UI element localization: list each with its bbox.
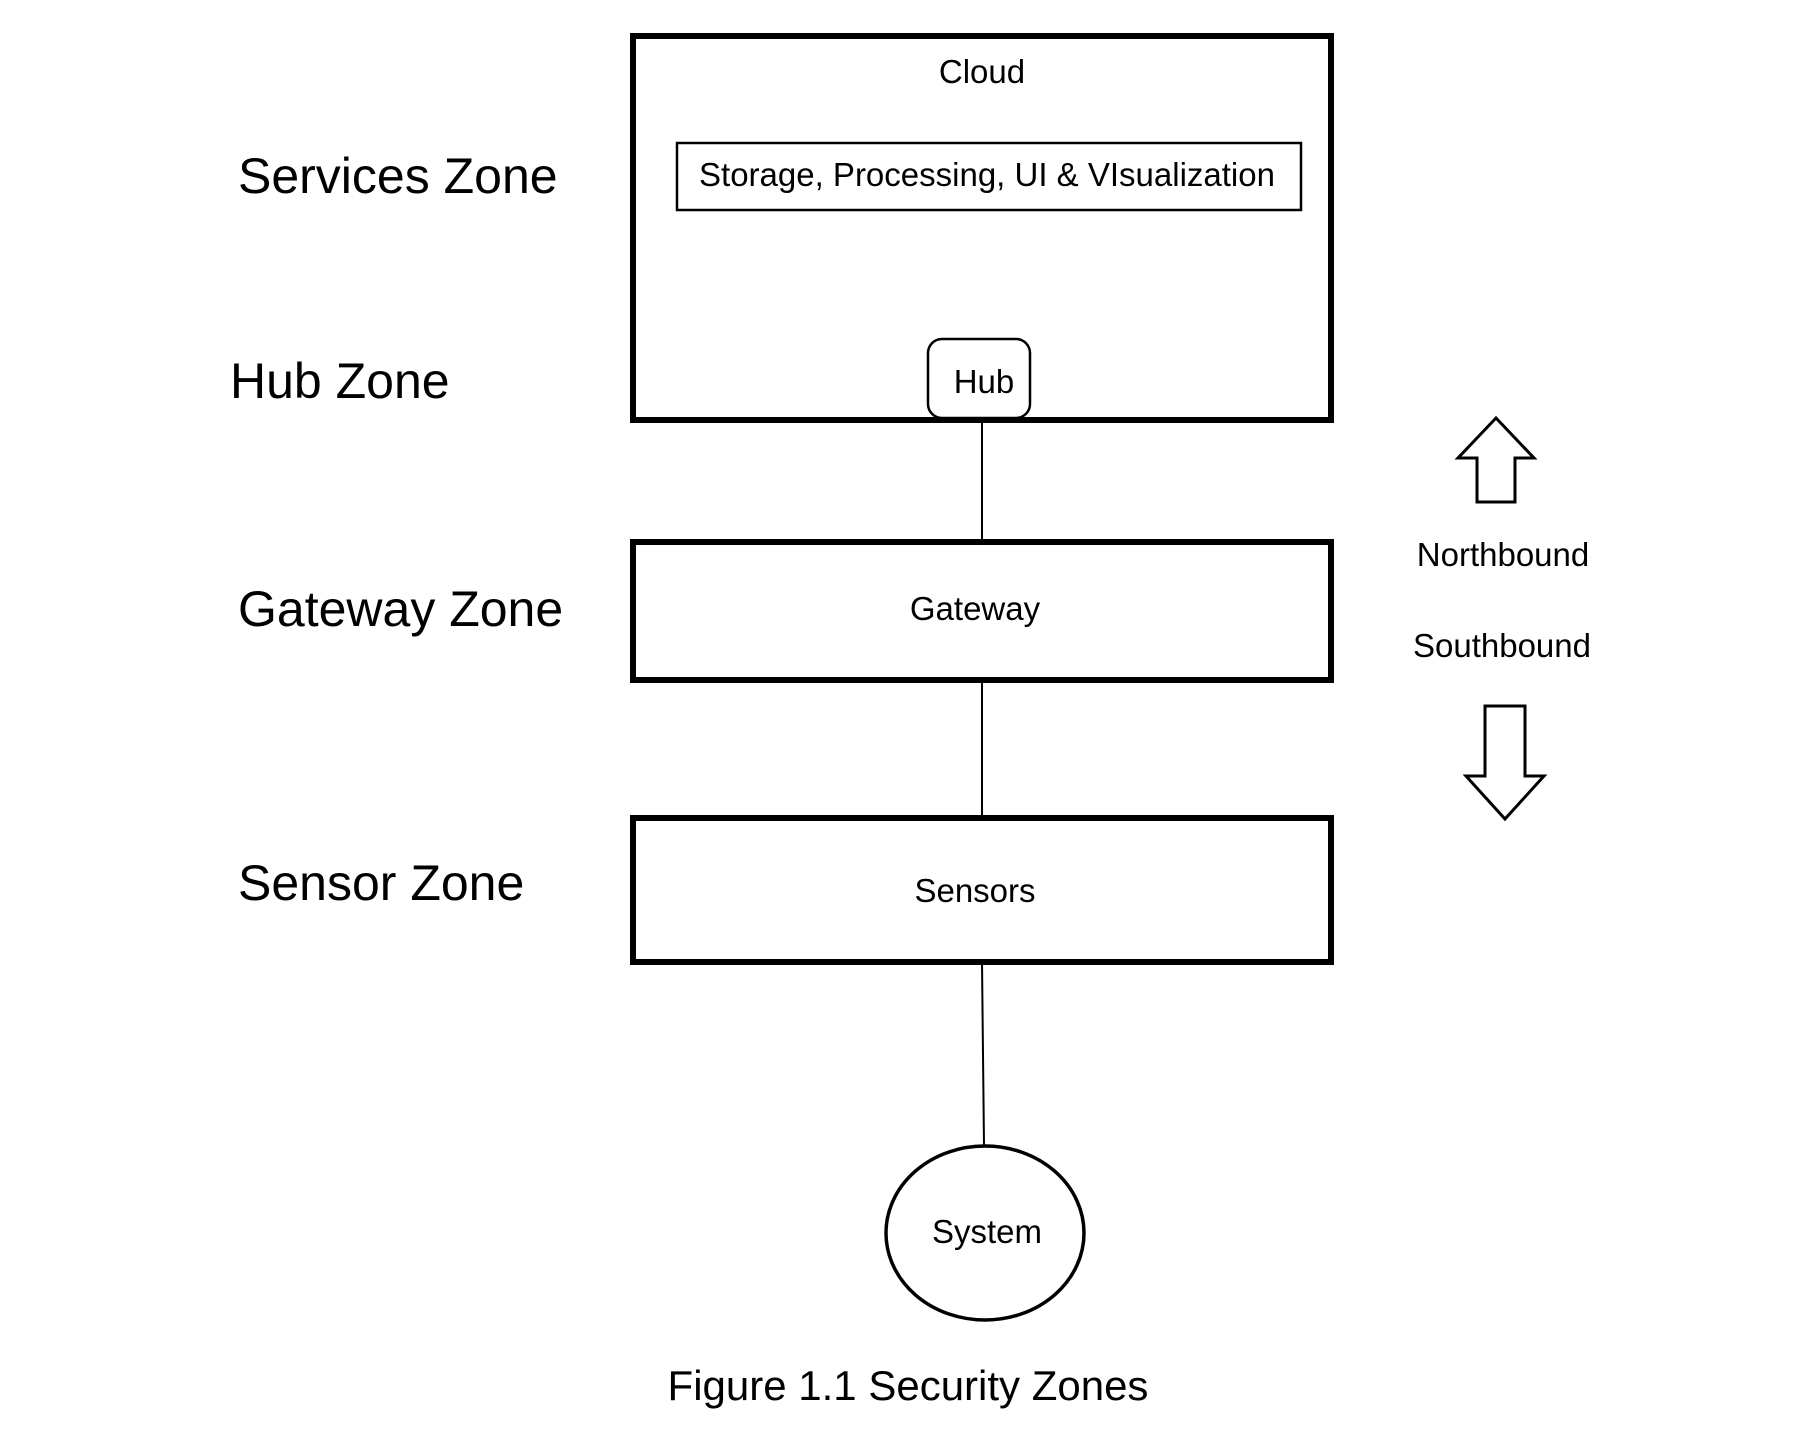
cloud-label: Cloud [939,53,1025,90]
northbound-label: Northbound [1417,536,1589,573]
gateway-label: Gateway [910,590,1041,627]
hub-label: Hub [954,363,1015,400]
sensors-label: Sensors [914,872,1035,909]
hub-box [926,337,1032,420]
figure-caption: Figure 1.1 Security Zones [668,1362,1149,1409]
northbound-arrow-icon [1454,415,1538,504]
system-node [884,1144,1086,1322]
sensors-box [630,815,1334,965]
cloud-box [630,33,1334,423]
services-zone-label: Services Zone [238,148,558,204]
system-label: System [932,1213,1042,1250]
gateway-box [630,539,1334,683]
gateway-zone-label: Gateway Zone [238,581,563,637]
southbound-arrow-icon [1462,704,1548,822]
sensors-system-connector [981,961,985,1147]
services-box-label: Storage, Processing, UI & VIsualization [699,156,1275,193]
sensor-zone-label: Sensor Zone [238,855,524,911]
southbound-label: Southbound [1413,627,1591,664]
hub-zone-label: Hub Zone [230,353,450,409]
services-box [675,141,1303,212]
